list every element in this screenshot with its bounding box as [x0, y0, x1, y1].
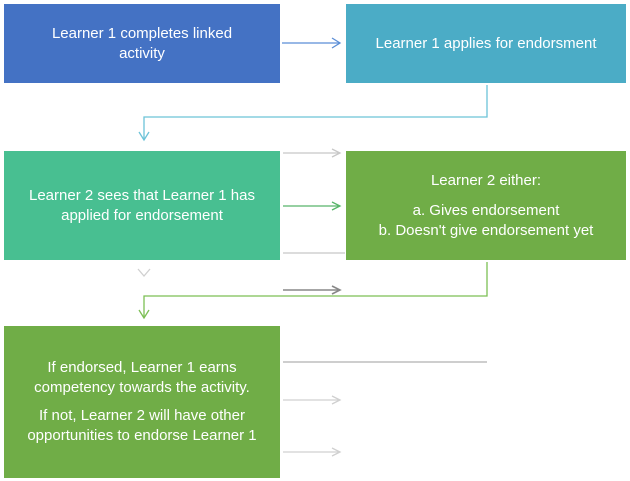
- box-completes-activity: Learner 1 completes linked activity: [4, 4, 280, 83]
- arrow-applies-to-sees: [138, 85, 488, 142]
- option-a: a. Gives endorsement: [412, 201, 560, 219]
- box-either-options: Learner 2 either: a. Gives endorsement b…: [346, 151, 626, 260]
- arrow-completes-to-applies: [282, 37, 342, 49]
- arrow-dark-middle: [283, 285, 342, 295]
- option-b: b. Doesn't give endorsement yet: [378, 221, 594, 239]
- either-title: Learner 2 either:: [430, 171, 542, 189]
- sees-text: Learner 2 sees that Learner 1 has applie…: [29, 186, 255, 224]
- arrow-either-to-outcome: [138, 262, 488, 320]
- box-applies-endorsement: Learner 1 applies for endorsment: [346, 4, 626, 83]
- arrow-sees-to-either-faint: [283, 148, 342, 158]
- box-outcome: If endorsed, Learner 1 earns competency …: [4, 326, 280, 478]
- arrow-sees-to-either: [283, 201, 342, 211]
- arrow-outcome-faint-2: [283, 447, 342, 457]
- box-sees-application: Learner 2 sees that Learner 1 has applie…: [4, 151, 280, 260]
- chevron-faint-down: [137, 268, 151, 277]
- arrow-outcome-faint-1: [283, 395, 342, 405]
- outcome-endorsed: If endorsed, Learner 1 earns competency …: [34, 359, 250, 396]
- applies-text: Learner 1 applies for endorsment: [375, 34, 597, 52]
- outcome-not-endorsed: If not, Learner 2 will have other opport…: [27, 407, 257, 444]
- completes-text: Learner 1 completes linked activity: [51, 24, 233, 62]
